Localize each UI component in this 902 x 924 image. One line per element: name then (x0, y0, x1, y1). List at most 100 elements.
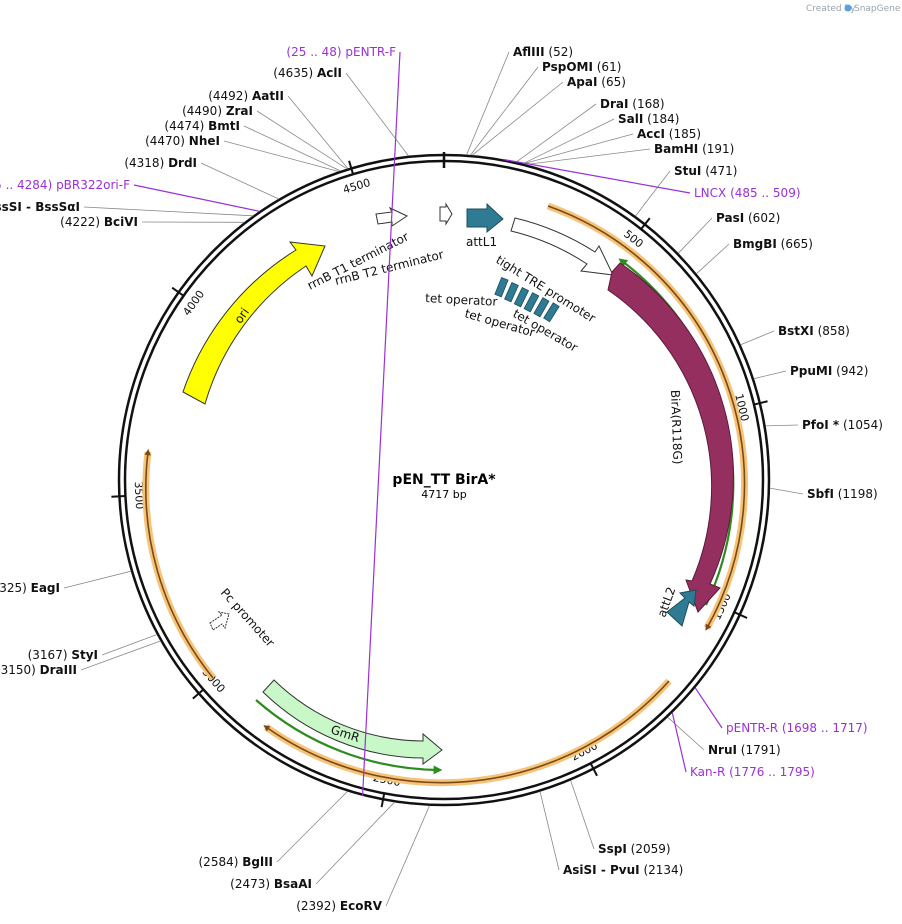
enzyme-site-4[interactable]: SalI (184) (618, 112, 679, 126)
enzyme-site-22[interactable]: (3325) EagI (0, 581, 60, 595)
enzyme-site-8[interactable]: PasI (602) (716, 211, 780, 225)
credit-prefix: Created by (806, 4, 856, 14)
tick-mark (348, 160, 355, 175)
tick-mark (733, 611, 748, 619)
enzyme-site-17[interactable]: (2392) EcoRV (296, 899, 383, 913)
enzyme-site-12[interactable]: PfoI * (1054) (802, 418, 883, 432)
enzyme-name: StyI (71, 648, 98, 662)
feature-attl2[interactable]: attL2 (655, 585, 697, 627)
enzyme-name: NheI (189, 134, 220, 148)
enzyme-site-16[interactable]: AsiSI - PvuI (2134) (563, 863, 683, 877)
feature-ori[interactable]: ori (182, 241, 326, 405)
enzyme-name: SspI (598, 842, 627, 856)
primer-name: pBR322ori-F (56, 178, 130, 192)
enzyme-position: (602) (744, 211, 780, 225)
enzyme-position: (2473) (230, 877, 274, 891)
enzyme-site-0[interactable]: AflIII (52) (513, 45, 573, 59)
enzyme-connector (200, 162, 279, 200)
enzyme-site-25[interactable]: (4318) DrdI (124, 156, 197, 170)
feature-gmr[interactable]: GmR (262, 679, 443, 765)
primer-site-2[interactable]: pENTR-R (1698 .. 1717) (726, 721, 868, 735)
enzyme-site-10[interactable]: BstXI (858) (778, 324, 850, 338)
enzyme-connector (223, 140, 339, 172)
primer-site-4[interactable]: (4265 .. 4284) pBR322ori-F (0, 178, 130, 192)
enzyme-name: AccI (637, 127, 665, 141)
enzyme-site-14[interactable]: NruI (1791) (708, 743, 781, 757)
enzyme-name: SalI (618, 112, 643, 126)
enzyme-position: (61) (593, 60, 621, 74)
enzyme-name: PpuMI (790, 364, 832, 378)
enzyme-position: (2392) (296, 899, 340, 913)
enzyme-site-15[interactable]: SspI (2059) (598, 842, 671, 856)
enzyme-name: DrdI (168, 156, 197, 170)
tick-mark (192, 688, 205, 700)
enzyme-site-3[interactable]: DraI (168) (600, 97, 665, 111)
enzyme-connector (243, 125, 341, 172)
enzyme-connector (678, 217, 713, 254)
primer-site-3[interactable]: Kan-R (1776 .. 1795) (690, 765, 815, 779)
enzyme-site-6[interactable]: BamHI (191) (654, 142, 734, 156)
enzyme-connector (63, 570, 132, 589)
enzyme-name: BmtI (208, 119, 240, 133)
bira-label: BirA(R118G) (668, 390, 685, 465)
plasmid-size: 4717 bp (421, 488, 466, 501)
enzyme-position: (858) (814, 324, 850, 338)
snapgene-logo-icon (844, 4, 852, 12)
enzyme-site-7[interactable]: StuI (471) (674, 164, 737, 178)
enzyme-site-21[interactable]: (3167) StyI (28, 648, 98, 662)
enzyme-site-27[interactable]: (4474) BmtI (164, 119, 240, 133)
enzyme-name: AatII (252, 89, 284, 103)
enzyme-connector (256, 110, 348, 170)
enzyme-connector (516, 103, 597, 163)
feature-pc-promoter[interactable]: Pc promoter (209, 586, 277, 650)
tick-mark (380, 793, 386, 808)
primer-name: Kan-R (690, 765, 725, 779)
enzyme-connector (276, 791, 348, 863)
enzyme-name: PspOMI (542, 60, 593, 74)
enzyme-connector (753, 370, 787, 380)
enzyme-site-1[interactable]: PspOMI (61) (542, 60, 621, 74)
enzyme-site-9[interactable]: BmgBI (665) (733, 237, 813, 251)
enzyme-position: (2134) (640, 863, 684, 877)
enzyme-connector (470, 66, 539, 156)
enzyme-site-19[interactable]: (2584) BglII (199, 855, 274, 869)
enzyme-site-29[interactable]: (4492) AatII (208, 89, 284, 103)
feature-attl1[interactable]: attL1 (466, 202, 504, 249)
tick-label: 4000 (180, 288, 207, 318)
enzyme-connector (385, 805, 430, 907)
enzyme-position: (3150) (0, 663, 40, 677)
enzyme-position: (1198) (834, 487, 878, 501)
enzyme-name: BamHI (654, 142, 698, 156)
primer-connector (362, 51, 401, 796)
enzyme-site-28[interactable]: (4490) ZraI (182, 104, 253, 118)
feature-bira[interactable]: BirA(R118G) (607, 262, 734, 613)
enzyme-position: (2059) (627, 842, 671, 856)
primer-site-0[interactable]: (25 .. 48) pENTR-F (286, 45, 396, 59)
enzyme-position: (4222) (60, 215, 104, 229)
enzyme-position: (4318) (124, 156, 168, 170)
enzyme-site-24[interactable]: (4247) BssSI - BssSαI (0, 200, 80, 214)
tick-mark (589, 762, 598, 777)
enzyme-site-23[interactable]: (4222) BciVI (60, 215, 138, 229)
enzyme-site-26[interactable]: (4470) NheI (145, 134, 220, 148)
enzyme-connector (471, 81, 564, 156)
enzyme-site-18[interactable]: (2473) BsaAI (230, 877, 312, 891)
enzyme-name: PasI (716, 211, 744, 225)
enzyme-site-13[interactable]: SbfI (1198) (807, 487, 878, 501)
enzyme-site-11[interactable]: PpuMI (942) (790, 364, 868, 378)
enzyme-connector (80, 640, 161, 671)
tick-mark (111, 495, 126, 498)
enzyme-name: ApaI (567, 75, 597, 89)
enzyme-name: AsiSI - PvuI (563, 863, 640, 877)
enzyme-site-20[interactable]: (3150) DraIII (0, 663, 77, 677)
enzyme-site-5[interactable]: AccI (185) (637, 127, 701, 141)
enzyme-site-2[interactable]: ApaI (65) (567, 75, 626, 89)
enzyme-site-30[interactable]: (4635) AclI (273, 66, 342, 80)
site-labels: AflIII (52)PspOMI (61)ApaI (65) DraI (168… (0, 45, 883, 913)
primer-connector (694, 687, 723, 729)
primer-site-1[interactable]: LNCX (485 .. 509) (694, 186, 801, 200)
enzyme-connector (101, 634, 158, 656)
enzyme-position: (3167) (28, 648, 72, 662)
enzyme-position: (2584) (199, 855, 243, 869)
